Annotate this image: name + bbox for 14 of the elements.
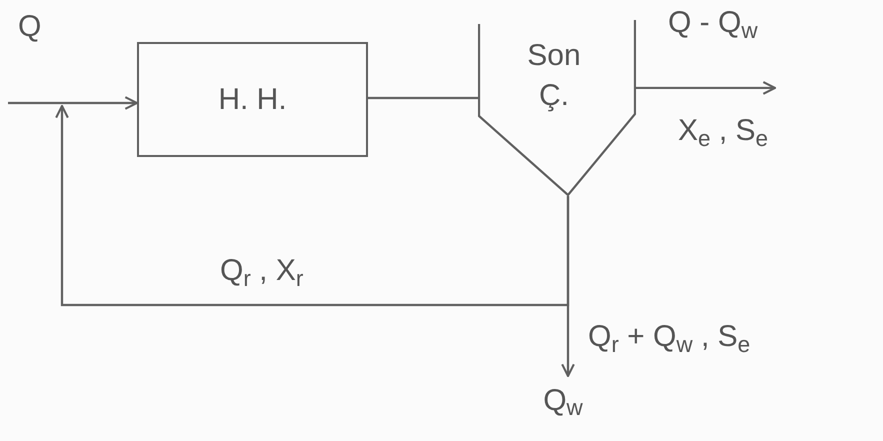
flow-label: Q$_{w}$: [528, 378, 598, 422]
edge-label: Q$_{r}$ , X$_{r}$: [220, 253, 304, 290]
flow-line: [368, 96, 478, 100]
flow-label: X$_{e}$ , S$_{e}$: [678, 113, 768, 150]
flow-line: [561, 196, 575, 378]
edge-label: Q: [18, 9, 42, 45]
tank-label: Son Ç.: [527, 39, 581, 112]
flow-line: [8, 96, 138, 110]
flow-line: [636, 81, 776, 95]
clarifier-tank: [478, 20, 636, 196]
edge-label: Q - Q$_{w}$: [668, 5, 758, 42]
aeration-tank-box: H. H.: [137, 42, 368, 157]
flow-line: [55, 104, 570, 306]
flow-label: Q$_{r}$ + Q$_{w}$ , S$_{e}$: [588, 319, 750, 356]
